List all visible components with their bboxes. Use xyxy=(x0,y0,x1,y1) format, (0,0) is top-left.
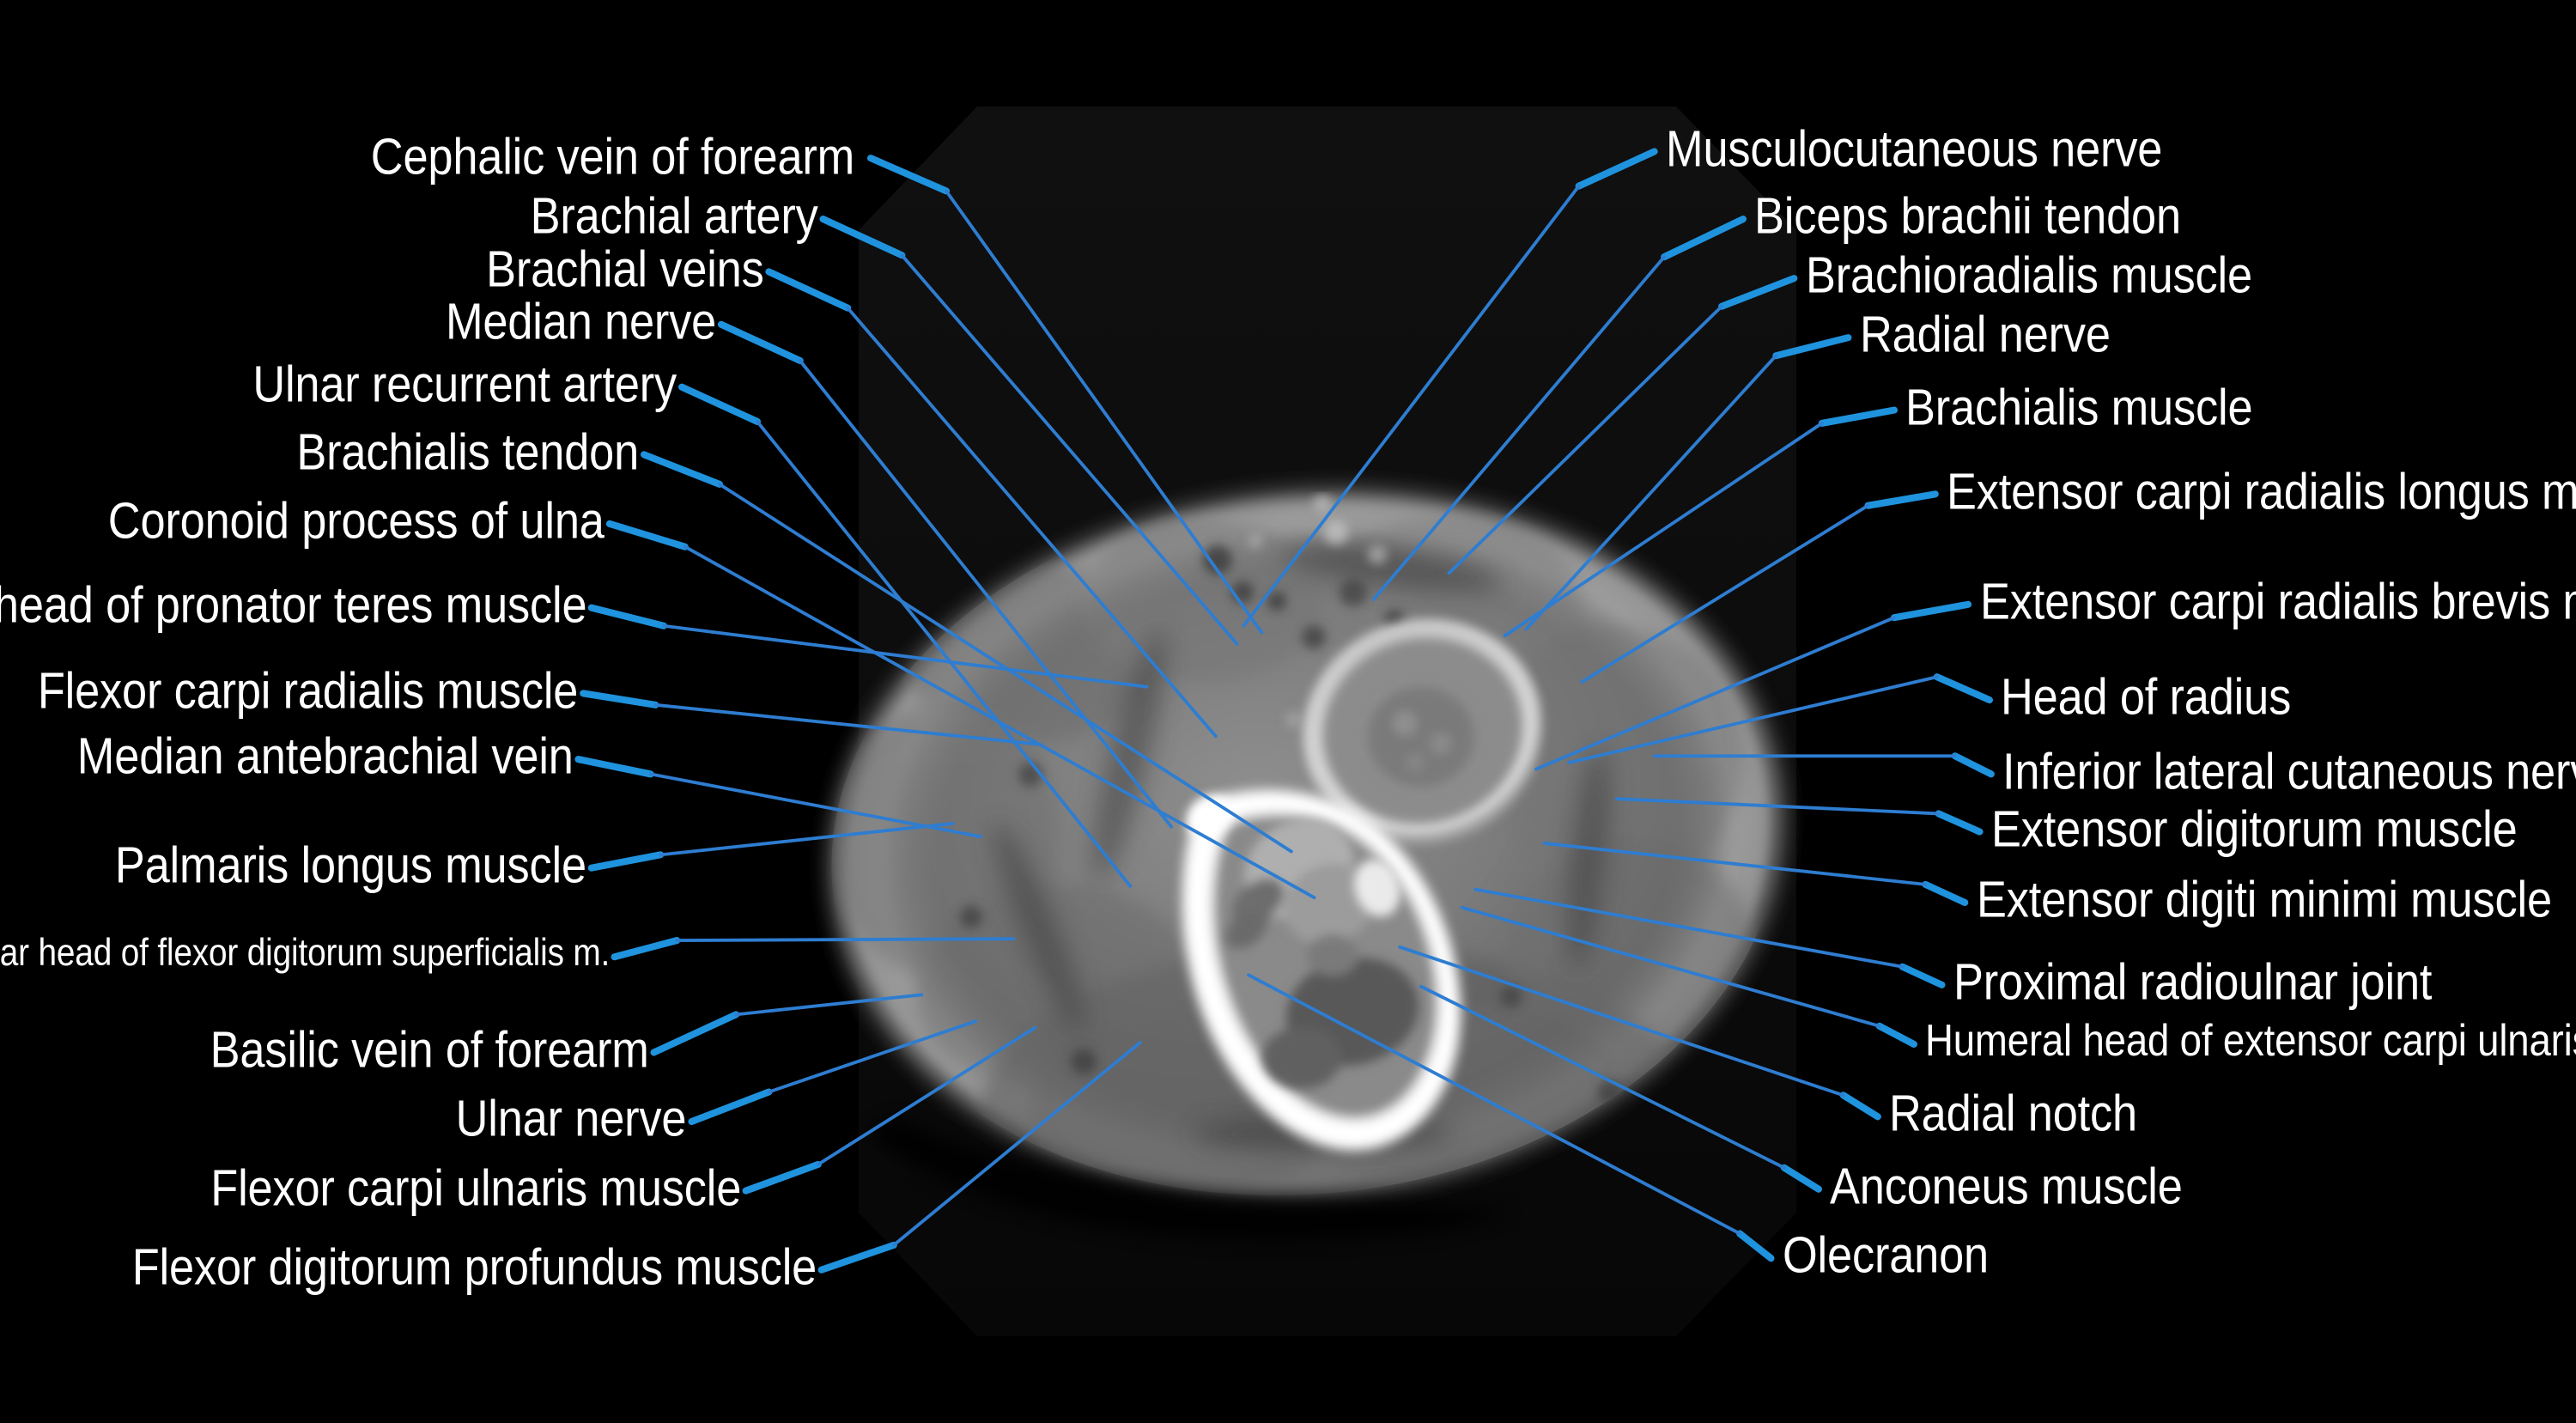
label-flexor-carpi-ulnaris-muscle[interactable]: Flexor carpi ulnaris muscle xyxy=(210,1158,741,1217)
label-brachial-veins[interactable]: Brachial veins xyxy=(486,239,764,297)
label-extensor-digitorum-muscle[interactable]: Extensor digitorum muscle xyxy=(1990,799,2518,857)
label-ulnar-nerve[interactable]: Ulnar nerve xyxy=(455,1089,687,1147)
label-brachialis-tendon[interactable]: Brachialis tendon xyxy=(296,422,640,480)
label-extensor-carpi-radialis-brevis[interactable]: Extensor carpi radialis brevis muscle xyxy=(1979,572,2576,630)
label-head-of-radius[interactable]: Head of radius xyxy=(2001,667,2292,726)
label-basilic-vein-of-forearm[interactable]: Basilic vein of forearm xyxy=(210,1019,649,1078)
label-coronoid-process-of-ulna[interactable]: Coronoid process of ulna xyxy=(108,491,605,550)
label-radial-nerve[interactable]: Radial nerve xyxy=(1859,305,2111,363)
label-humeroulnar-head-fds[interactable]: Humeroulnar head of flexor digitorum sup… xyxy=(0,932,610,975)
radius-head xyxy=(1303,619,1543,844)
label-biceps-brachii-tendon[interactable]: Biceps brachii tendon xyxy=(1754,186,2182,245)
label-brachioradialis-muscle[interactable]: Brachioradialis muscle xyxy=(1805,246,2252,304)
label-cephalic-vein-of-forearm[interactable]: Cephalic vein of forearm xyxy=(370,127,854,185)
label-proximal-radioulnar-joint[interactable]: Proximal radioulnar joint xyxy=(1953,952,2433,1011)
label-median-antebrachial-vein[interactable]: Median antebrachial vein xyxy=(76,727,574,785)
label-radial-notch[interactable]: Radial notch xyxy=(1889,1084,2138,1142)
label-inferior-lateral-cutaneous-nerve[interactable]: Inferior lateral cutaneous nerve of arm xyxy=(2002,741,2576,800)
label-olecranon[interactable]: Olecranon xyxy=(1782,1225,1989,1284)
label-extensor-carpi-radialis-longus[interactable]: Extensor carpi radialis longus muscle xyxy=(1947,461,2576,520)
label-musculocutaneous-nerve[interactable]: Musculocutaneous nerve xyxy=(1666,119,2163,177)
label-flexor-carpi-radialis-muscle[interactable]: Flexor carpi radialis muscle xyxy=(38,660,579,719)
label-brachial-artery[interactable]: Brachial artery xyxy=(530,186,818,245)
label-ulnar-recurrent-artery[interactable]: Ulnar recurrent artery xyxy=(252,355,677,413)
label-extensor-digiti-minimi-muscle[interactable]: Extensor digiti minimi muscle xyxy=(1976,870,2552,928)
label-palmaris-longus-muscle[interactable]: Palmaris longus muscle xyxy=(114,836,586,894)
label-flexor-digitorum-profundus[interactable]: Flexor digitorum profundus muscle xyxy=(131,1238,817,1296)
label-anconeus-muscle[interactable]: Anconeus muscle xyxy=(1830,1157,2184,1215)
label-brachialis-muscle[interactable]: Brachialis muscle xyxy=(1905,377,2253,435)
label-humeral-head-pronator-teres[interactable]: Humeral head of pronator teres muscle xyxy=(0,575,586,634)
label-median-nerve[interactable]: Median nerve xyxy=(446,292,717,350)
label-humeral-head-extensor-carpi-ulnaris[interactable]: Humeral head of extensor carpi ulnaris m… xyxy=(1925,1015,2576,1066)
